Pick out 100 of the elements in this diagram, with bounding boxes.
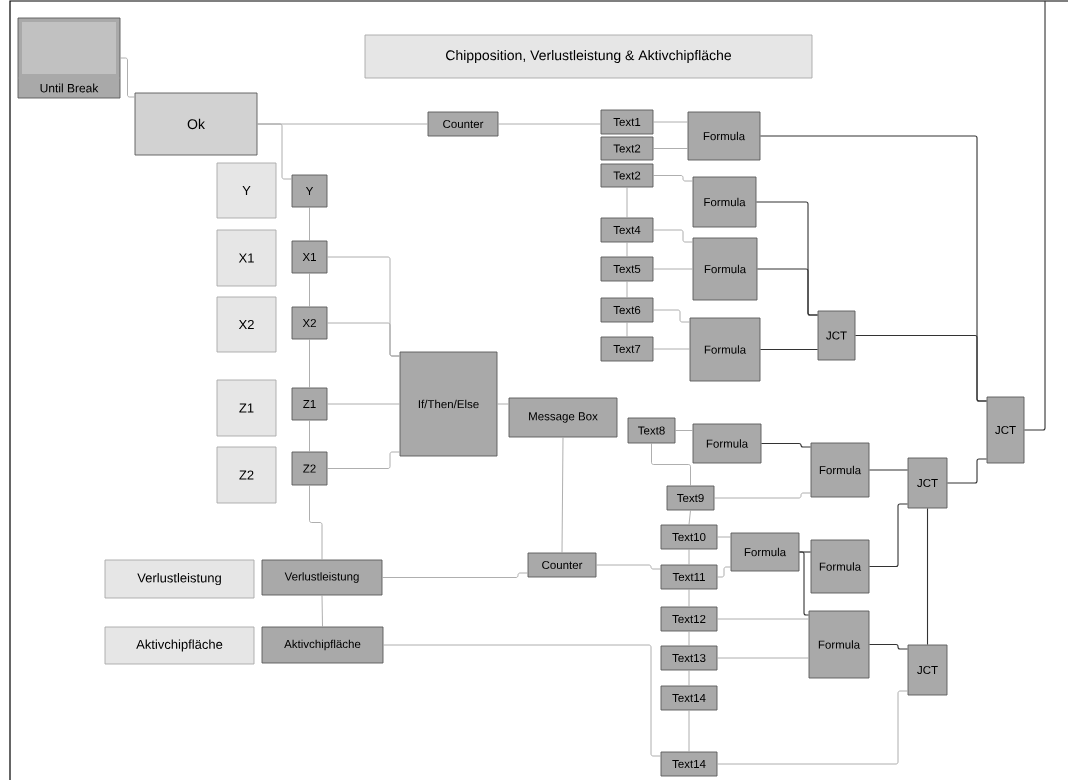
title-panel: Chipposition, Verlustleistung & Aktivchipfläche — [364, 34, 813, 79]
wire — [498, 123, 601, 125]
wire — [309, 207, 310, 241]
wire — [688, 589, 690, 607]
wire — [759, 348, 819, 351]
wire — [653, 229, 693, 243]
function-box: Text14 — [660, 685, 718, 711]
function-box: Formula — [687, 111, 761, 161]
wire — [596, 564, 661, 570]
display-panel: X1 — [216, 229, 277, 287]
wire — [653, 148, 688, 149]
wire — [327, 322, 400, 357]
function-box: JCT — [907, 457, 948, 509]
function-box: Formula — [692, 423, 762, 464]
wire — [688, 710, 690, 752]
function-box: Aktivchipfläche — [261, 626, 384, 664]
function-box: Formula — [692, 176, 757, 228]
function-box: Z1 — [291, 387, 328, 421]
wire — [653, 268, 693, 270]
wire — [651, 443, 691, 486]
function-box: Verlustleistung — [261, 559, 383, 596]
function-box: Counter — [427, 111, 499, 137]
wire — [257, 123, 292, 180]
function-box: Message Box — [508, 397, 618, 438]
function-box: Formula — [730, 532, 800, 572]
function-box: Text6 — [600, 297, 654, 323]
wire — [688, 510, 691, 525]
function-box: Text4 — [600, 217, 654, 243]
function-box: Text2 — [600, 163, 654, 188]
wire — [561, 437, 564, 553]
function-box: Text11 — [660, 564, 718, 590]
display-panel: Y — [216, 162, 277, 219]
wire — [382, 572, 528, 578]
wire — [798, 551, 810, 616]
wire — [321, 595, 323, 627]
wire — [626, 187, 628, 218]
function-box: Text14 — [660, 751, 718, 777]
wire — [309, 485, 323, 560]
wire — [717, 618, 809, 620]
button: Ok — [134, 92, 258, 156]
function-box: If/Then/Else — [399, 351, 498, 457]
wire — [309, 339, 310, 388]
wire — [688, 549, 690, 565]
wire — [868, 503, 909, 568]
wire — [926, 507, 929, 646]
display-panel: Aktivchipfläche — [104, 626, 255, 665]
wire — [653, 348, 690, 350]
function-box: Formula — [808, 610, 870, 679]
display-panel: X2 — [216, 296, 277, 353]
function-box: Y — [291, 174, 328, 208]
wire — [946, 458, 988, 484]
wire — [868, 643, 909, 650]
wire — [383, 644, 661, 757]
wire — [717, 690, 908, 765]
display-panel: Z2 — [216, 446, 277, 504]
function-box: X1 — [291, 240, 328, 274]
function-box: Z2 — [291, 451, 328, 486]
function-box: Text5 — [600, 256, 654, 282]
function-box: JCT — [986, 396, 1025, 464]
function-box: JCT — [907, 644, 948, 696]
function-box: Text13 — [660, 645, 718, 671]
wire — [327, 403, 400, 405]
wire — [717, 566, 731, 578]
wire — [717, 536, 731, 538]
wire — [653, 309, 690, 323]
wire — [626, 322, 628, 337]
wire — [653, 175, 693, 182]
function-box: Text2 — [600, 136, 654, 161]
wire — [626, 281, 628, 298]
wire — [309, 273, 310, 307]
wire — [688, 631, 690, 646]
function-box: Text12 — [660, 606, 718, 632]
wire — [1023, 0, 1046, 431]
wire — [854, 334, 988, 402]
wire — [120, 57, 135, 98]
function-box: Text9 — [666, 485, 715, 511]
function-box: Text1 — [600, 109, 654, 135]
wire — [760, 442, 812, 448]
function-box: Text7 — [600, 336, 654, 362]
wire — [756, 268, 819, 316]
function-box: Formula — [692, 237, 758, 301]
wire — [868, 469, 909, 471]
wire — [717, 657, 809, 659]
wire — [327, 451, 400, 469]
function-box: Text8 — [627, 417, 676, 444]
function-box: Text10 — [660, 524, 718, 550]
function-box: JCT — [817, 310, 856, 361]
function-box: Formula — [810, 442, 870, 498]
wire — [688, 670, 690, 686]
loop-box: Until Break — [17, 17, 121, 99]
wire — [626, 242, 628, 257]
wire — [309, 420, 310, 452]
wire — [714, 492, 811, 499]
display-panel: Verlustleistung — [104, 559, 255, 599]
function-box: X2 — [291, 306, 328, 340]
wire — [497, 403, 509, 405]
function-box: Counter — [527, 552, 597, 578]
function-box: Formula — [810, 539, 870, 594]
wire — [675, 430, 693, 431]
wire — [653, 121, 688, 123]
